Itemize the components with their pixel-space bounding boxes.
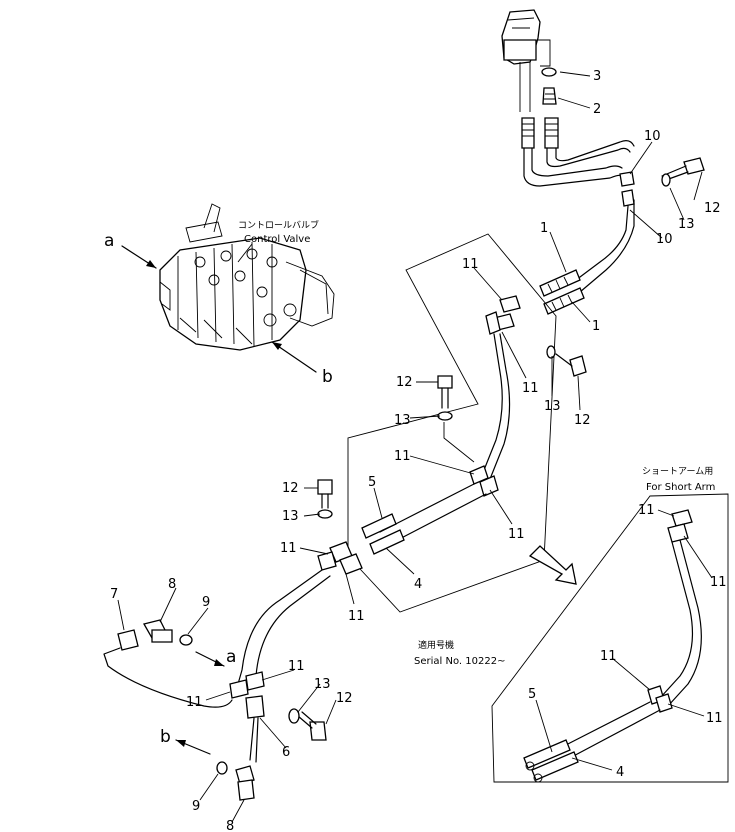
- callout-2: 2: [593, 102, 601, 117]
- port-a-arrow-lower: [195, 651, 225, 667]
- short-arm-label-jp: ショートアーム用: [642, 466, 713, 477]
- callout-11-b: 11: [522, 381, 539, 396]
- callout-4-inset: 4: [616, 765, 624, 780]
- callout-11-inset-b: 11: [710, 575, 727, 590]
- callout-11-c: 11: [394, 449, 411, 464]
- o-ring-9-lower: [216, 761, 228, 775]
- callout-12-mid-left: 12: [396, 375, 413, 390]
- callout-11-d: 11: [508, 527, 525, 542]
- elbow-fitting-8-lower: [235, 765, 255, 801]
- short-arm-arrow: [528, 545, 577, 585]
- callout-5-main: 5: [368, 475, 376, 490]
- bolt-12-mid-right: [546, 345, 587, 377]
- elbow-fittings-10: [575, 171, 635, 293]
- elbow-fitting-8-upper: [143, 619, 173, 643]
- port-a-label-top: a: [104, 231, 114, 251]
- control-valve-label-jp: コントロールバルブ: [238, 219, 319, 231]
- callout-11-inset-a: 11: [638, 503, 655, 518]
- port-b-arrow: [271, 341, 317, 373]
- elbow-fittings-11-upper: [479, 295, 521, 485]
- o-ring-3: [541, 67, 557, 77]
- fitting-2: [542, 87, 557, 105]
- control-valve-assembly: [159, 203, 335, 351]
- port-a-label-lower: a: [226, 647, 236, 667]
- top-swivel-joint: [501, 9, 551, 112]
- callout-12-bottom: 12: [336, 691, 353, 706]
- callout-4-main: 4: [414, 577, 422, 592]
- callout-8-lower: 8: [226, 819, 234, 832]
- main-routing-frame: [347, 233, 557, 613]
- port-b-label-top: b: [322, 367, 333, 387]
- short-arm-inset-frame: [491, 493, 729, 783]
- callout-10-bottom: 10: [656, 232, 673, 247]
- callout-10-top: 10: [644, 129, 661, 144]
- callout-5-inset: 5: [528, 687, 536, 702]
- upper-hose-ends: [521, 117, 635, 187]
- callout-12-lower-left: 12: [282, 481, 299, 496]
- callout-9-upper: 9: [202, 595, 210, 610]
- serial-note-jp: 適用号機: [418, 639, 454, 651]
- callout-13-bottom: 13: [314, 677, 331, 692]
- callout-1-top: 1: [540, 221, 548, 236]
- o-ring-9-upper: [179, 634, 193, 646]
- port-b-label-lower: b: [160, 727, 171, 747]
- hose-1-pair: [539, 269, 585, 315]
- bolt-12-lower-left: [317, 479, 333, 519]
- bolt-12-bottom: [288, 708, 327, 741]
- callout-7: 7: [110, 587, 118, 602]
- callout-13-lower-left: 13: [282, 509, 299, 524]
- control-valve-label-en: Control Valve: [244, 234, 310, 245]
- elbow-fittings-11-middle: [361, 465, 499, 555]
- callout-12-mid-right: 12: [574, 413, 591, 428]
- callout-9-lower: 9: [192, 799, 200, 814]
- bolt-12-mid-left: [437, 375, 475, 463]
- callout-13-top: 13: [678, 217, 695, 232]
- callout-11-a: 11: [462, 257, 479, 272]
- callout-11-e: 11: [280, 541, 297, 556]
- callout-leaders: [117, 71, 713, 823]
- serial-note-en: Serial No. 10222~: [414, 656, 505, 667]
- callout-6: 6: [282, 745, 290, 760]
- callout-11-inset-c: 11: [600, 649, 617, 664]
- callout-1-bottom: 1: [592, 319, 600, 334]
- port-a-arrow: [121, 245, 157, 269]
- callout-13-mid-left: 13: [394, 413, 411, 428]
- callout-11-g: 11: [288, 659, 305, 674]
- short-arm-label-en: For Short Arm: [646, 482, 715, 493]
- callout-13-mid-right: 13: [544, 399, 561, 414]
- fitting-7: [103, 629, 233, 708]
- callout-11-f: 11: [348, 609, 365, 624]
- callout-11-inset-d: 11: [706, 711, 723, 726]
- short-arm-elbows-11: [523, 509, 702, 783]
- callout-12-top: 12: [704, 201, 721, 216]
- callout-11-h: 11: [186, 695, 203, 710]
- port-b-arrow-lower: [175, 739, 211, 755]
- control-valve-leader: [237, 243, 253, 263]
- elbow-fittings-11-bottom: [229, 671, 265, 763]
- callout-8-upper: 8: [168, 577, 176, 592]
- bolt-12-upper: [661, 157, 705, 187]
- callout-numbers: 3 2 10 12 13 10 1 1 11 11 13 12 12 13 11…: [110, 69, 727, 832]
- callout-3: 3: [593, 69, 601, 84]
